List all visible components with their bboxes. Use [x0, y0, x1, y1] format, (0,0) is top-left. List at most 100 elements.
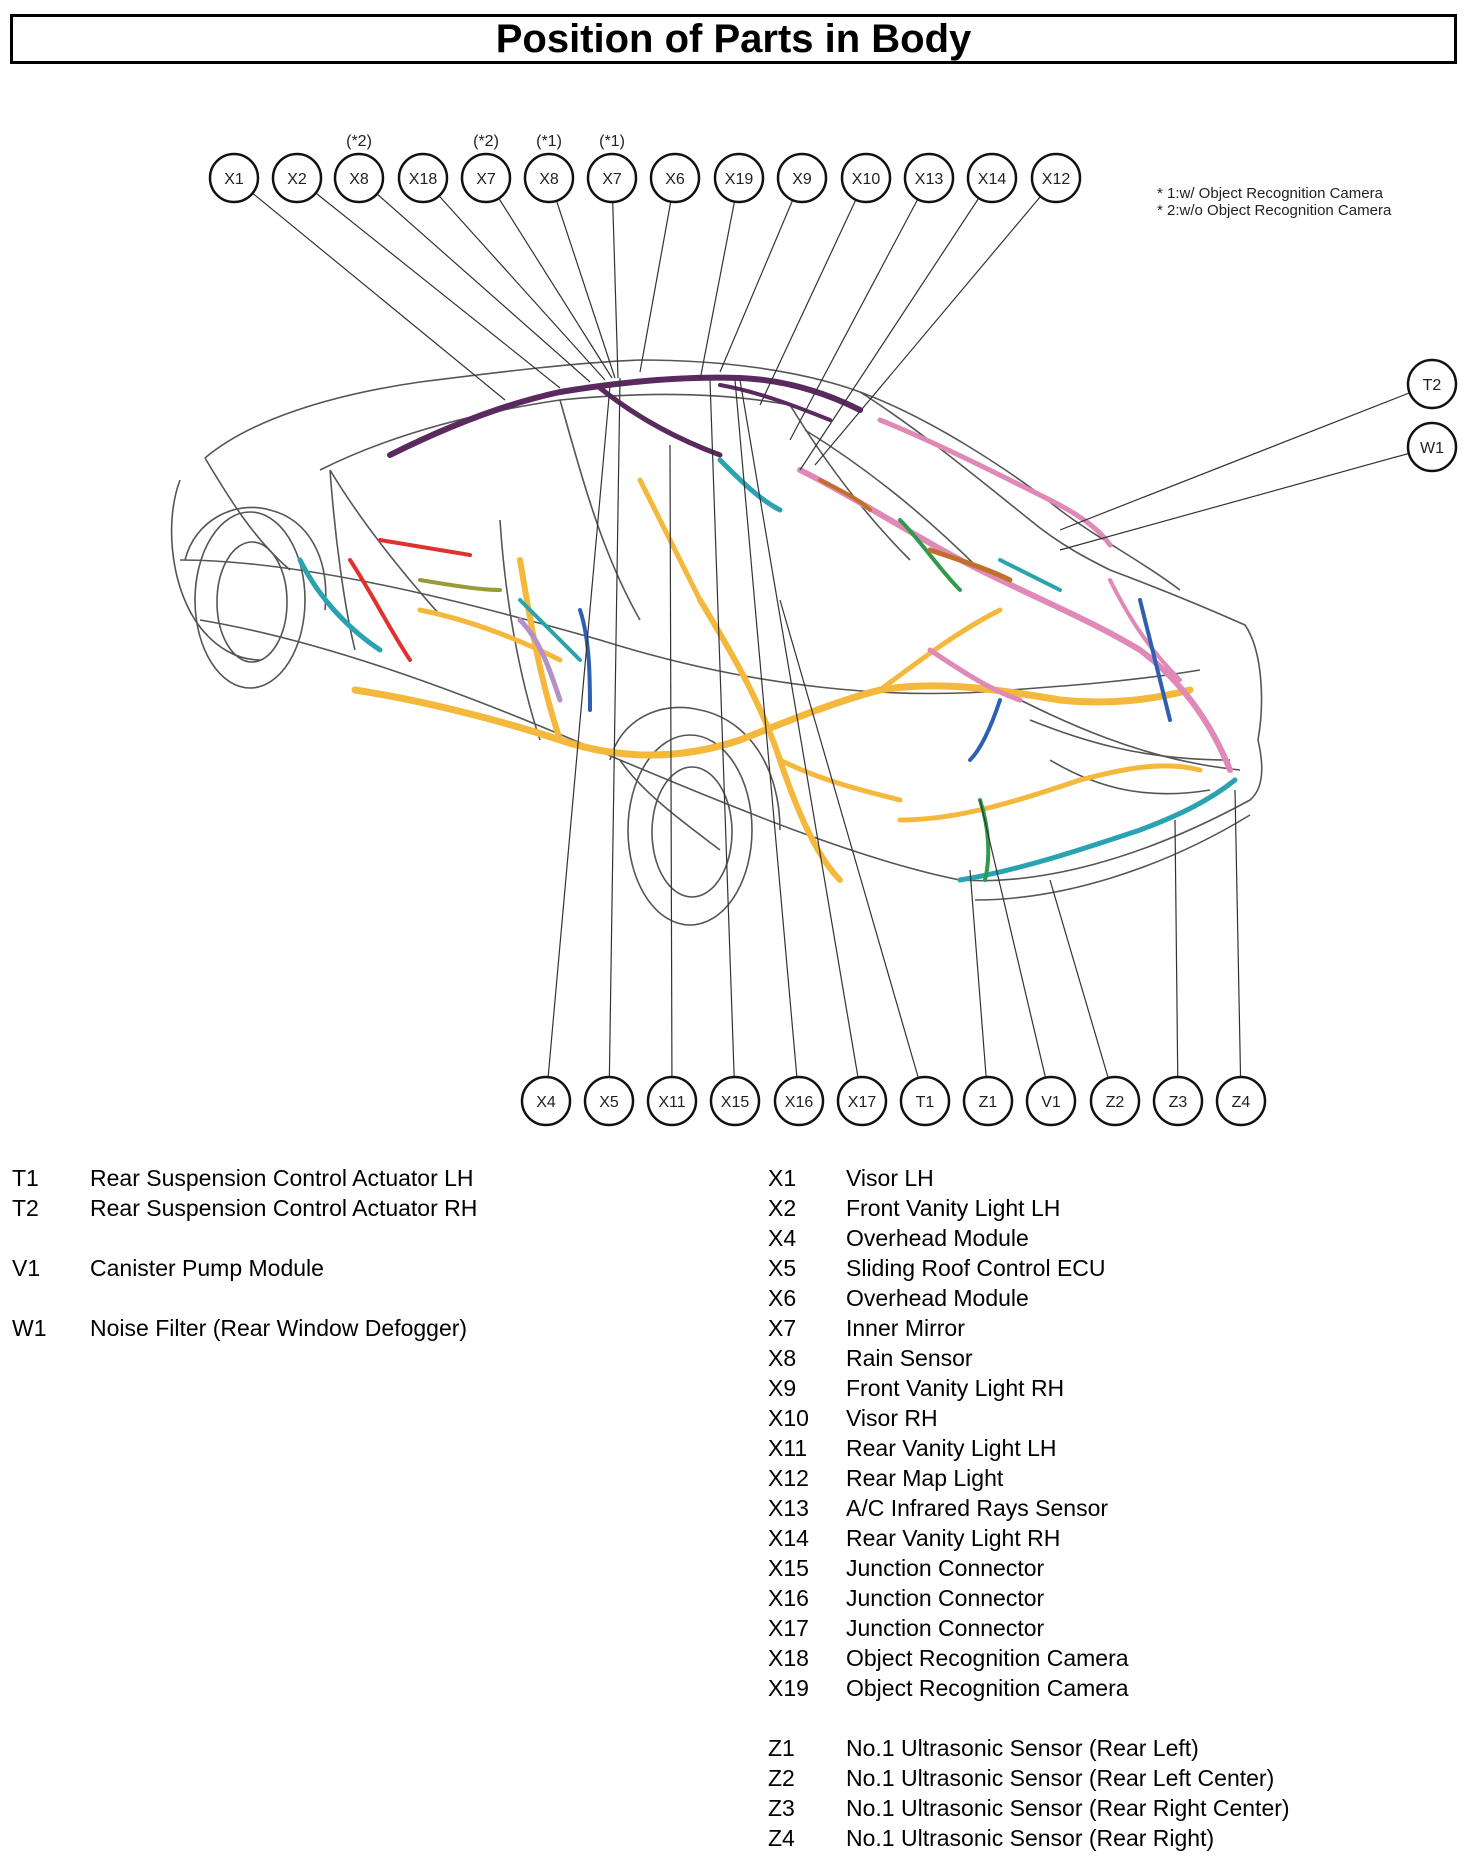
legend-name: Inner Mirror [846, 1315, 965, 1341]
callout-circle [271, 152, 323, 204]
callout-x12: X12 [1030, 152, 1082, 204]
callout-x8: X8 (*1) [523, 133, 575, 204]
legend-code: X4 [768, 1225, 797, 1251]
callout-t2: T2 [1406, 358, 1458, 410]
legend-code: X11 [768, 1435, 808, 1461]
legend-name: Junction Connector [846, 1585, 1045, 1611]
callout-circle [899, 1075, 951, 1127]
callout-label: V1 [1041, 1094, 1061, 1111]
callout-z4: Z4 [1215, 1075, 1267, 1127]
legend-name: Visor LH [846, 1165, 934, 1191]
leader-lines [233, 177, 1433, 1102]
legend-code: X7 [768, 1315, 797, 1341]
callout-t1: T1 [899, 1075, 951, 1127]
callout-v1: V1 [1025, 1075, 1077, 1127]
legend-code: X10 [768, 1405, 809, 1431]
legend-name: Rear Vanity Light RH [846, 1525, 1061, 1551]
callout-note: (*1) [536, 133, 562, 150]
leader-line-z2 [1049, 879, 1116, 1102]
callout-label: X15 [721, 1094, 750, 1111]
legend-name: No.1 Ultrasonic Sensor (Rear Right Cente… [846, 1795, 1290, 1821]
callout-circle [523, 152, 575, 204]
legend-code: V1 [12, 1255, 41, 1281]
callout-label: T1 [916, 1094, 935, 1111]
callout-circle [520, 1075, 572, 1127]
leader-line-x5 [608, 377, 621, 1102]
legend-code: Z3 [768, 1795, 795, 1821]
leader-line-x18 [422, 177, 606, 381]
callout-label: Z2 [1106, 1094, 1125, 1111]
car-body-outline [170, 359, 1263, 926]
page-title: Position of Parts in Body [495, 16, 972, 61]
leader-line-x17 [739, 379, 863, 1102]
legend-name: Rear Suspension Control Actuator RH [90, 1195, 478, 1221]
note-line-1: * 1:w/ Object Recognition Camera [1157, 185, 1384, 202]
callout-circle [646, 1075, 698, 1127]
legend-name: Object Recognition Camera [846, 1645, 1129, 1671]
callout-x8: X8(*2) [333, 133, 385, 204]
legend-code: Z2 [768, 1765, 795, 1791]
legend-name: Sliding Roof Control ECU [846, 1255, 1106, 1281]
callout-x4: X4 [520, 1075, 572, 1127]
callout-x7: X7(*1) [586, 133, 638, 204]
callout-label: Z4 [1232, 1094, 1251, 1111]
callout-label: X11 [658, 1094, 685, 1111]
callout-label: Z3 [1169, 1094, 1188, 1111]
leader-line-z4 [1234, 789, 1242, 1102]
callout-circle [713, 152, 765, 204]
leader-line-x16 [734, 379, 800, 1102]
leader-line-x7 [611, 177, 619, 379]
leader-line-v1 [979, 799, 1052, 1102]
callout-x14: X14 [966, 152, 1018, 204]
legend-name: Front Vanity Light RH [846, 1375, 1065, 1401]
legend-code: T1 [12, 1165, 39, 1191]
legend-code: X2 [768, 1195, 797, 1221]
legend-code: X6 [768, 1285, 797, 1311]
legend-code: X9 [768, 1375, 797, 1401]
callout-circle [649, 152, 701, 204]
legend-name: Rear Suspension Control Actuator LH [90, 1165, 474, 1191]
callout-circle [333, 152, 385, 204]
legend-name: Overhead Module [846, 1225, 1029, 1251]
legend-name: Rain Sensor [846, 1345, 973, 1371]
legend-code: X5 [768, 1255, 797, 1281]
callout-note: (*2) [473, 133, 499, 150]
leader-line-z3 [1174, 819, 1179, 1102]
callout-label: X14 [978, 171, 1007, 188]
callout-circle [1089, 1075, 1141, 1127]
callout-circle [773, 1075, 825, 1127]
legend-name: Overhead Module [846, 1285, 1029, 1311]
callout-x11: X11 [646, 1075, 698, 1127]
callout-x6: X6 [649, 152, 701, 204]
legend-name: Junction Connector [846, 1615, 1045, 1641]
leader-line-x6 [639, 177, 676, 373]
callout-circle [966, 152, 1018, 204]
callout-z3: Z3 [1152, 1075, 1204, 1127]
callout-label: X7 [602, 171, 622, 188]
callout-label: X18 [409, 171, 438, 188]
callout-circle [1030, 152, 1082, 204]
callout-x19: X19 [713, 152, 765, 204]
legend-code: W1 [12, 1315, 47, 1341]
callout-label: X17 [848, 1094, 877, 1111]
callout-circle [1406, 421, 1458, 473]
callout-label: X8 [539, 171, 559, 188]
callout-x16: X16 [773, 1075, 825, 1127]
callout-label: X16 [785, 1094, 814, 1111]
callout-label: X12 [1042, 171, 1071, 188]
callout-circle [840, 152, 892, 204]
callout-note: (*2) [346, 133, 372, 150]
callout-x2: X2 [271, 152, 323, 204]
callout-circle [397, 152, 449, 204]
callout-label: X2 [287, 171, 307, 188]
leader-line-x2 [296, 177, 561, 389]
legend-code: X18 [768, 1645, 809, 1671]
callout-label: Z1 [979, 1094, 998, 1111]
legend-name: No.1 Ultrasonic Sensor (Rear Left Center… [846, 1765, 1275, 1791]
callout-label: T2 [1423, 377, 1442, 394]
callout-x1: X1 [208, 152, 260, 204]
callout-x13: X13 [903, 152, 955, 204]
